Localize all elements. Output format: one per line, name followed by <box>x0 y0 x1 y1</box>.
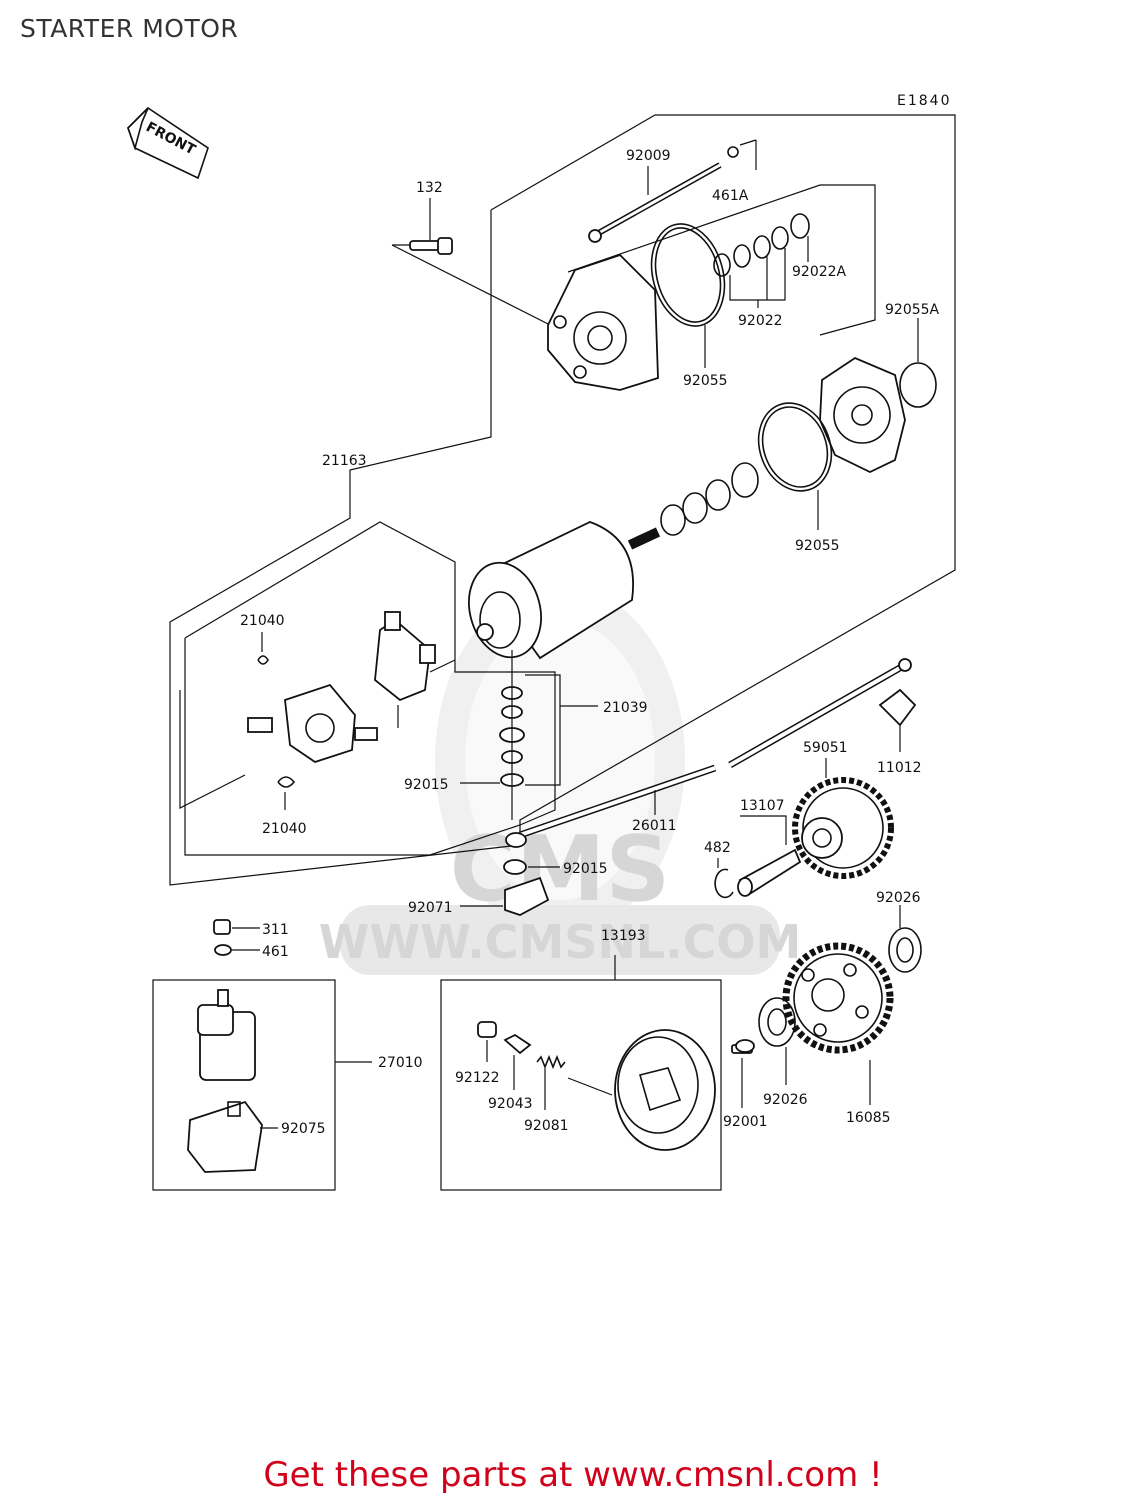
label-21040-bot: 21040 <box>262 821 307 837</box>
front-label: FRONT <box>143 119 198 158</box>
label-92022: 92022 <box>738 313 783 329</box>
label-92122: 92122 <box>455 1070 500 1086</box>
shim-washers <box>660 462 759 536</box>
label-461A: 461A <box>712 188 749 204</box>
watermark-logo: CMS <box>450 817 670 922</box>
label-92001: 92001 <box>723 1114 768 1130</box>
label-11012: 11012 <box>877 760 922 776</box>
nut-311-washer-461 <box>213 919 260 956</box>
nut-92015-lower <box>503 859 560 875</box>
assembly-frames <box>152 114 956 1191</box>
diagram-code: E1840 <box>897 93 951 109</box>
label-21039: 21039 <box>603 700 648 716</box>
label-21163: 21163 <box>322 453 367 469</box>
circlip-482 <box>714 858 734 899</box>
brush-springs-21040 <box>257 632 296 810</box>
label-13107: 13107 <box>740 798 785 814</box>
o-ring-92055-mid <box>757 402 833 530</box>
terminal-cap-11012 <box>878 688 917 752</box>
label-92022A: 92022A <box>792 264 847 280</box>
label-21040-top: 21040 <box>240 613 285 629</box>
label-92026-bot: 92026 <box>763 1092 808 1108</box>
brush-holder-assembly <box>247 611 456 763</box>
label-16085: 16085 <box>846 1110 891 1126</box>
idle-gear-59051 <box>792 758 894 879</box>
bolt-132 <box>409 198 453 255</box>
label-59051: 59051 <box>803 740 848 756</box>
part-number-labels: E1840 92009 461A 132 92022A 92022 92055 … <box>240 93 951 1137</box>
label-92026-top: 92026 <box>876 890 921 906</box>
front-arrow-icon: FRONT <box>127 106 209 180</box>
label-92055A: 92055A <box>885 302 940 318</box>
label-92071: 92071 <box>408 900 453 916</box>
page-title: STARTER MOTOR <box>20 14 239 43</box>
label-311: 311 <box>262 922 289 938</box>
front-end-cover <box>819 318 937 473</box>
label-27010: 27010 <box>378 1055 423 1071</box>
label-92055-top: 92055 <box>683 373 728 389</box>
roller-spring-set <box>477 1021 613 1110</box>
armature-yoke <box>468 521 661 660</box>
washer-92026-top <box>888 905 922 973</box>
rear-end-cover <box>547 253 659 391</box>
footer-cta-link[interactable]: Get these parts at www.cmsnl.com ! <box>263 1455 883 1495</box>
label-92015-b: 92015 <box>563 861 608 877</box>
starter-clutch-gear-16085 <box>782 942 894 1105</box>
clip-461A <box>727 139 757 170</box>
label-461: 461 <box>262 944 289 960</box>
o-ring-92055-top <box>650 223 726 368</box>
shaft-13107 <box>737 815 802 897</box>
label-92075: 92075 <box>281 1121 326 1137</box>
label-92009: 92009 <box>626 148 671 164</box>
watermark-url: WWW.CMSNL.COM <box>319 915 802 969</box>
label-92081: 92081 <box>524 1118 569 1134</box>
label-26011: 26011 <box>632 818 677 834</box>
label-13193: 13193 <box>601 928 646 944</box>
starter-relay-27010 <box>197 989 372 1081</box>
washer-92026-bottom <box>758 997 796 1085</box>
label-132: 132 <box>416 180 443 196</box>
relay-cover-92075 <box>187 1100 278 1173</box>
washer-stack-21039 <box>460 650 598 820</box>
starter-clutch-13193 <box>614 955 716 1151</box>
starter-lead-26011 <box>505 658 912 848</box>
washers-92022 <box>713 213 810 308</box>
boot-92071 <box>460 876 550 916</box>
label-92055-mid: 92055 <box>795 538 840 554</box>
label-92015-a: 92015 <box>404 777 449 793</box>
exploded-parts-diagram: CMS WWW.CMSNL.COM FRONT <box>127 93 956 1191</box>
label-482: 482 <box>704 840 731 856</box>
label-92043: 92043 <box>488 1096 533 1112</box>
through-bolt-92009 <box>588 162 722 243</box>
bolt-92001 <box>731 1039 755 1108</box>
